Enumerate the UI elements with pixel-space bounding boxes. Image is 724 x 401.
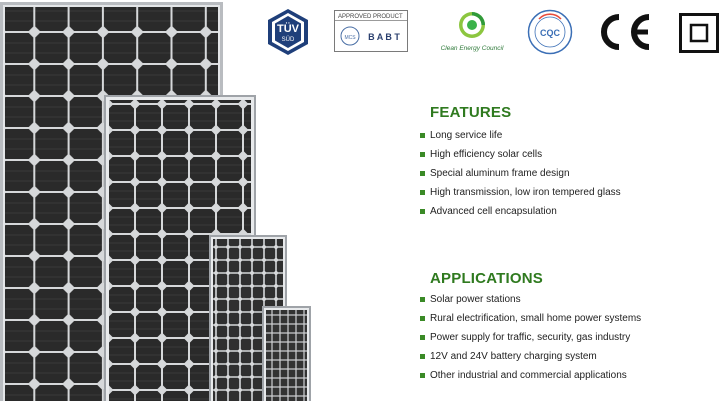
ce-mark-icon [601, 14, 650, 50]
list-item: Rural electrification, small home power … [420, 309, 641, 328]
list-item: Other industrial and commercial applicat… [420, 366, 641, 385]
solar-panels-illustration [0, 2, 311, 401]
features-heading: FEATURES [430, 104, 512, 121]
babt-heading: APPROVED PRODUCT [338, 14, 403, 20]
list-item: High efficiency solar cells [420, 145, 621, 164]
tuv-line1: TÜV [277, 22, 300, 35]
tuv-line2: SÜD [282, 36, 295, 43]
cqc-text: CQC [540, 28, 561, 38]
list-item: Special aluminum frame design [420, 164, 621, 183]
list-item: Power supply for traffic, security, gas … [420, 328, 641, 347]
tuv-sud-mark-icon: TÜV SÜD [268, 9, 308, 55]
applications-list: Solar power stations Rural electrificati… [420, 290, 641, 385]
list-item: High transmission, low iron tempered gla… [420, 183, 621, 202]
features-list: Long service life High efficiency solar … [420, 126, 621, 221]
babt-brand: B A B T [368, 32, 400, 42]
cec-text: Clean Energy Council [441, 45, 504, 52]
class-ii-double-square-icon [679, 13, 719, 53]
list-item: Long service life [420, 126, 621, 145]
list-item: 12V and 24V battery charging system [420, 347, 641, 366]
babt-mcs: MCS [344, 35, 356, 41]
list-item: Solar power stations [420, 290, 641, 309]
cqc-mark-icon: CQC [527, 9, 573, 55]
clean-energy-council-icon: Clean Energy Council [441, 12, 504, 52]
solar-panel-tiny [262, 306, 311, 401]
approved-product-babt-icon: APPROVED PRODUCT MCS B A B T [334, 10, 408, 52]
list-item: Advanced cell encapsulation [420, 202, 621, 221]
applications-heading: APPLICATIONS [430, 270, 543, 287]
